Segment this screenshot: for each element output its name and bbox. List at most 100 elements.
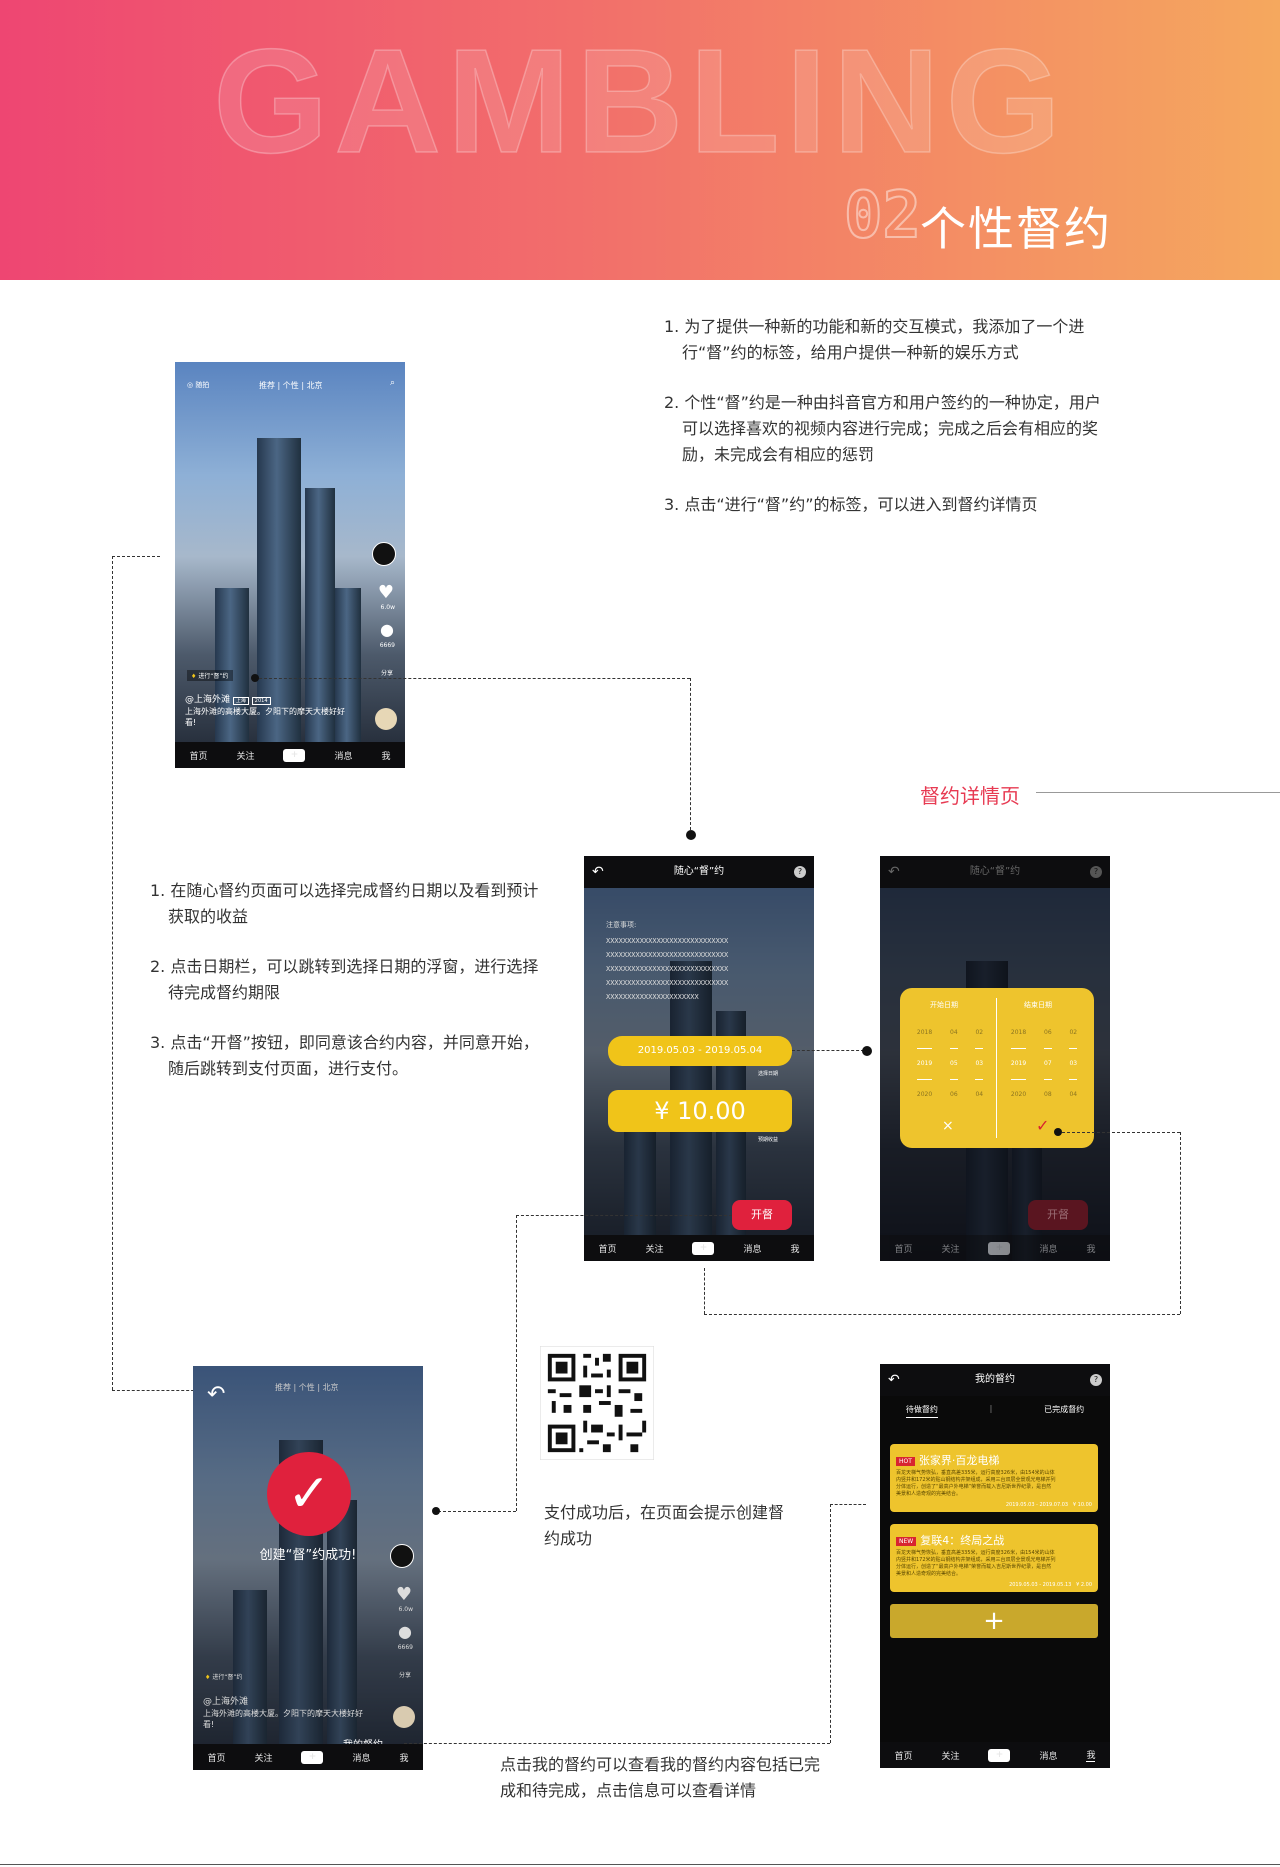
start-contract-button[interactable]: 开督 bbox=[732, 1200, 792, 1230]
tab-completed[interactable]: 已完成督约 bbox=[1044, 1405, 1085, 1414]
nav-messages[interactable]: 消息 bbox=[352, 1753, 371, 1764]
tab-recommend[interactable]: 推荐 bbox=[259, 381, 275, 390]
phone-success-screen: ↶ 推荐 | 个性 | 北京 ✓ 创建“督”约成功! ♥ 6.0w ● 6669… bbox=[193, 1366, 423, 1770]
nav-me[interactable]: 我 bbox=[1086, 1244, 1096, 1255]
search-icon[interactable]: ⌕ bbox=[389, 378, 395, 388]
bottom-rule bbox=[0, 1864, 1280, 1865]
step-notes: 1. 在随心督约页面可以选择完成督约日期以及看到预计获取的收益 2. 点击日期栏… bbox=[150, 878, 540, 1106]
notice-line: XXXXXXXXXXXXXXXXXXXXXXXXXXXXX bbox=[606, 979, 729, 987]
help-icon[interactable]: ? bbox=[1090, 1374, 1102, 1386]
connector-line bbox=[690, 678, 691, 830]
nav-messages[interactable]: 消息 bbox=[1039, 1751, 1058, 1762]
connector-line bbox=[1062, 1132, 1180, 1133]
confirm-icon[interactable]: ✓ bbox=[1036, 1116, 1050, 1135]
nav-follow[interactable]: 关注 bbox=[236, 751, 255, 762]
chip: 上海 bbox=[232, 697, 249, 705]
add-contract-button[interactable]: + bbox=[890, 1604, 1098, 1638]
comment-icon[interactable]: ● bbox=[398, 1622, 412, 1641]
wheel-value: 02 bbox=[1069, 1029, 1078, 1036]
author-avatar[interactable] bbox=[390, 1544, 414, 1568]
nav-follow[interactable]: 关注 bbox=[941, 1751, 960, 1762]
nav-messages[interactable]: 消息 bbox=[334, 751, 353, 762]
section-number: 02 bbox=[843, 179, 922, 253]
cancel-icon[interactable]: × bbox=[942, 1118, 954, 1134]
start-contract-button[interactable]: 开督 bbox=[1028, 1200, 1088, 1230]
back-icon[interactable]: ↶ bbox=[888, 864, 900, 880]
nav-home[interactable]: 首页 bbox=[207, 1753, 226, 1764]
supervise-tag[interactable]: ♦ 进行“督”约 bbox=[205, 1674, 243, 1681]
nav-follow[interactable]: 关注 bbox=[254, 1753, 273, 1764]
wheel-value: 04 bbox=[975, 1091, 984, 1098]
username[interactable]: @上海外滩 bbox=[203, 1697, 249, 1707]
nav-me[interactable]: 我 bbox=[1086, 1748, 1096, 1762]
my-contract-note: 点击我的督约可以查看我的督约内容包括已完成和待完成，点击信息可以查看详情 bbox=[500, 1752, 820, 1804]
bottom-nav: 首页 关注 + 消息 我 bbox=[584, 1235, 814, 1261]
nav-me[interactable]: 我 bbox=[790, 1244, 800, 1255]
nav-messages[interactable]: 消息 bbox=[743, 1244, 762, 1255]
tab-personal[interactable]: 个性 bbox=[298, 1383, 315, 1392]
nav-me[interactable]: 我 bbox=[381, 751, 391, 762]
heart-icon[interactable]: ♥ bbox=[377, 582, 394, 603]
notice-line: XXXXXXXXXXXXXXXXXXXXXXXXXXXXX bbox=[606, 937, 729, 945]
camera-icon[interactable]: ◎ 随拍 bbox=[187, 381, 210, 389]
share-label[interactable]: 分享 bbox=[398, 1672, 411, 1679]
contract-tabs: 待做督约 | 已完成督约 bbox=[880, 1404, 1110, 1418]
connector-dot bbox=[862, 1046, 872, 1056]
supervise-tag[interactable]: ♦ 进行“督”约 bbox=[187, 670, 233, 681]
back-icon[interactable]: ↶ bbox=[592, 864, 604, 880]
help-icon[interactable]: ? bbox=[794, 866, 806, 878]
help-icon[interactable]: ? bbox=[1090, 866, 1102, 878]
username[interactable]: @上海外滩 上海 2014 bbox=[185, 692, 271, 705]
nav-messages[interactable]: 消息 bbox=[1039, 1244, 1058, 1255]
nav-follow[interactable]: 关注 bbox=[645, 1244, 664, 1255]
card-body: 百龙天梯气势恢弘，垂直高差335米，运行高度326米，由154米的山体内竖井和1… bbox=[896, 1470, 1056, 1497]
likes-count: 6.0w bbox=[380, 604, 395, 611]
card-amount: ¥ 10.00 bbox=[1072, 1502, 1092, 1508]
nav-create-button[interactable]: + bbox=[692, 1241, 715, 1255]
comment-icon[interactable]: ● bbox=[380, 620, 394, 639]
nav-create-button[interactable]: + bbox=[988, 1241, 1011, 1255]
nav-home[interactable]: 首页 bbox=[894, 1751, 913, 1762]
comments-count: 6669 bbox=[397, 1644, 413, 1651]
wheel-value: 06 bbox=[950, 1091, 958, 1098]
nav-home[interactable]: 首页 bbox=[894, 1244, 913, 1255]
nav-create-button[interactable]: + bbox=[988, 1748, 1011, 1762]
music-disc[interactable] bbox=[375, 708, 397, 730]
feed-tabs: 推荐 | 个性 | 北京 bbox=[275, 1383, 339, 1392]
date-range-field[interactable]: 2019.05.03 - 2019.05.04 bbox=[608, 1036, 792, 1066]
nav-follow[interactable]: 关注 bbox=[941, 1244, 960, 1255]
nav-create-button[interactable]: + bbox=[301, 1750, 324, 1764]
nav-create-button[interactable]: + bbox=[283, 748, 306, 762]
tab-pending[interactable]: 待做督约 bbox=[905, 1404, 938, 1418]
nav-home[interactable]: 首页 bbox=[598, 1244, 617, 1255]
card-title: 复联4：终局之战 bbox=[920, 1534, 1005, 1547]
author-avatar[interactable] bbox=[372, 542, 396, 566]
wheel-value-selected: 07 bbox=[1044, 1048, 1052, 1080]
qr-code bbox=[540, 1346, 654, 1460]
tab-recommend[interactable]: 推荐 bbox=[275, 1383, 291, 1392]
intro-item: 1. 为了提供一种新的功能和新的交互模式，我添加了一个进行“督”约的标签，给用户… bbox=[664, 317, 1085, 362]
username-label: @上海外滩 bbox=[185, 695, 231, 705]
notice-text: XXXXXXXXXXXXXXXXXXXXXXXXXXXXX XXXXXXXXXX… bbox=[606, 934, 728, 1004]
back-icon[interactable]: ↶ bbox=[888, 1372, 900, 1388]
card-title: 张家界·百龙电梯 bbox=[918, 1454, 1000, 1467]
end-date-label: 结束日期 bbox=[1024, 1001, 1052, 1009]
music-disc[interactable] bbox=[393, 1706, 415, 1728]
new-badge: NEW bbox=[896, 1536, 917, 1546]
share-label[interactable]: 分享 bbox=[380, 670, 393, 677]
tab-personal[interactable]: 个性 bbox=[282, 381, 299, 390]
nav-me[interactable]: 我 bbox=[399, 1753, 409, 1764]
tab-beijing[interactable]: 北京 bbox=[306, 381, 323, 390]
wheel-value-selected: 03 bbox=[1069, 1048, 1078, 1080]
tab-beijing[interactable]: 北京 bbox=[322, 1383, 339, 1392]
connector-line bbox=[704, 1314, 1180, 1315]
heart-icon[interactable]: ♥ bbox=[395, 1584, 412, 1605]
nav-home[interactable]: 首页 bbox=[189, 751, 208, 762]
back-icon[interactable]: ↶ bbox=[207, 1382, 226, 1407]
